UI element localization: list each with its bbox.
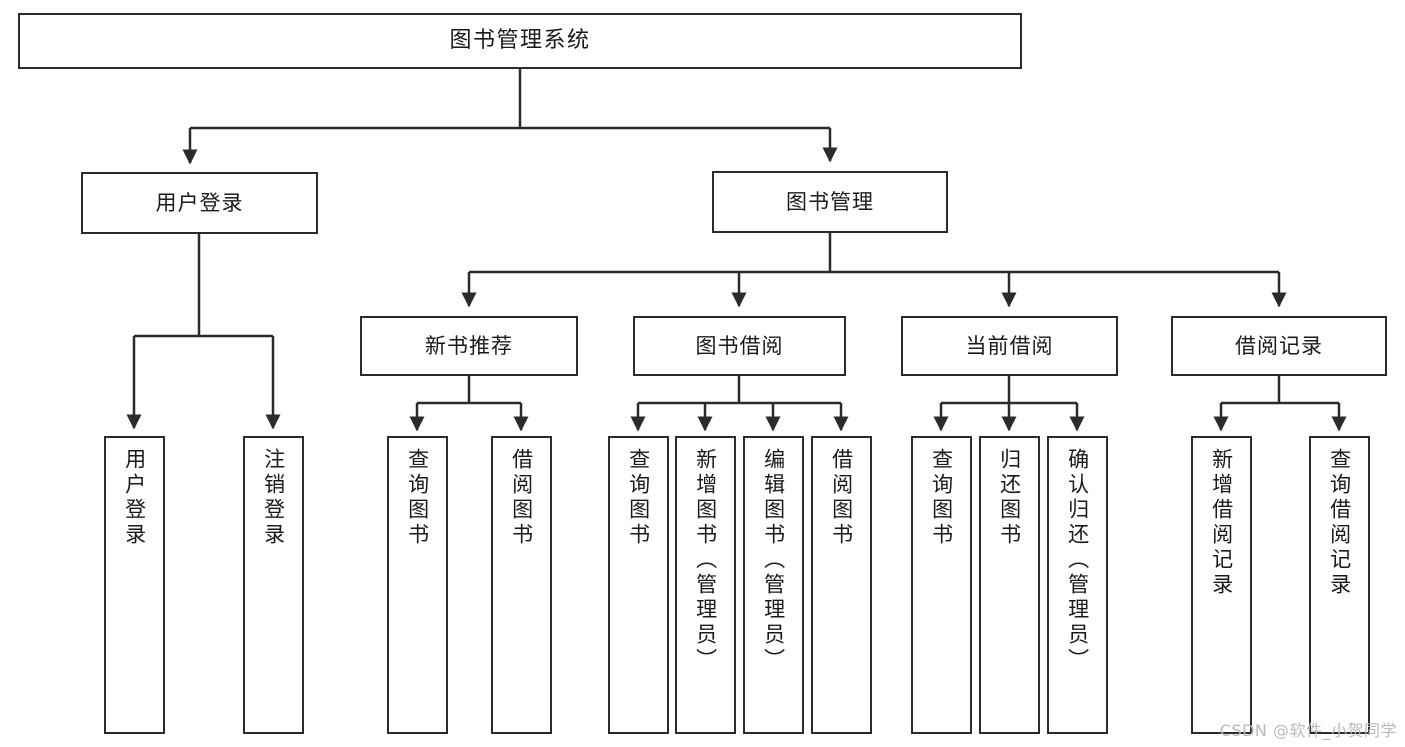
node-label: 查询图书 [626,448,651,548]
leaf-user-login[interactable]: 用户登录 [104,436,165,734]
leaf-add-borrow-record[interactable]: 新增借阅记录 [1191,436,1252,734]
leaf-query-book-current[interactable]: 查询图书 [911,436,972,734]
node-label: 新增借阅记录 [1209,448,1234,598]
node-label: 图书管理 [786,189,874,214]
node-label: 查询图书 [405,448,430,548]
node-label: 查询图书 [929,448,954,548]
leaf-query-book-borrow[interactable]: 查询图书 [608,436,669,734]
node-label: 注销登录 [261,448,286,548]
node-label: 图书管理系统 [449,28,591,54]
node-label: 借阅图书 [509,448,534,548]
leaf-logout[interactable]: 注销登录 [243,436,304,734]
node-label: 图书借阅 [695,333,784,358]
node-label: 借阅记录 [1235,333,1323,358]
leaf-borrow-book-new[interactable]: 借阅图书 [491,436,552,734]
node-root-system[interactable]: 图书管理系统 [18,13,1022,69]
node-label: 编辑图书（管理员） [761,448,786,673]
leaf-query-book-new[interactable]: 查询图书 [387,436,448,734]
node-label: 查询借阅记录 [1327,448,1352,598]
node-borrow-record[interactable]: 借阅记录 [1171,316,1387,376]
node-label: 归还图书 [997,448,1022,548]
node-user-login[interactable]: 用户登录 [81,172,318,234]
watermark: CSDN @软件_小贺同学 [1219,721,1397,740]
leaf-query-borrow-record[interactable]: 查询借阅记录 [1309,436,1370,734]
node-label: 用户登录 [155,190,244,215]
node-label: 用户登录 [122,448,147,548]
node-label: 确认归还（管理员） [1065,448,1090,673]
node-label: 借阅图书 [829,448,854,548]
node-book-management[interactable]: 图书管理 [712,171,948,233]
node-book-borrow[interactable]: 图书借阅 [633,316,846,376]
leaf-confirm-return-admin[interactable]: 确认归还（管理员） [1047,436,1108,734]
node-label: 新增图书（管理员） [693,448,718,673]
node-new-book-recommend[interactable]: 新书推荐 [360,316,578,376]
leaf-add-book-admin[interactable]: 新增图书（管理员） [675,436,736,734]
node-label: 当前借阅 [965,333,1054,358]
node-current-borrow[interactable]: 当前借阅 [901,316,1118,376]
leaf-borrow-book[interactable]: 借阅图书 [811,436,872,734]
node-label: 新书推荐 [425,333,513,358]
leaf-return-book[interactable]: 归还图书 [979,436,1040,734]
leaf-edit-book-admin[interactable]: 编辑图书（管理员） [743,436,804,734]
